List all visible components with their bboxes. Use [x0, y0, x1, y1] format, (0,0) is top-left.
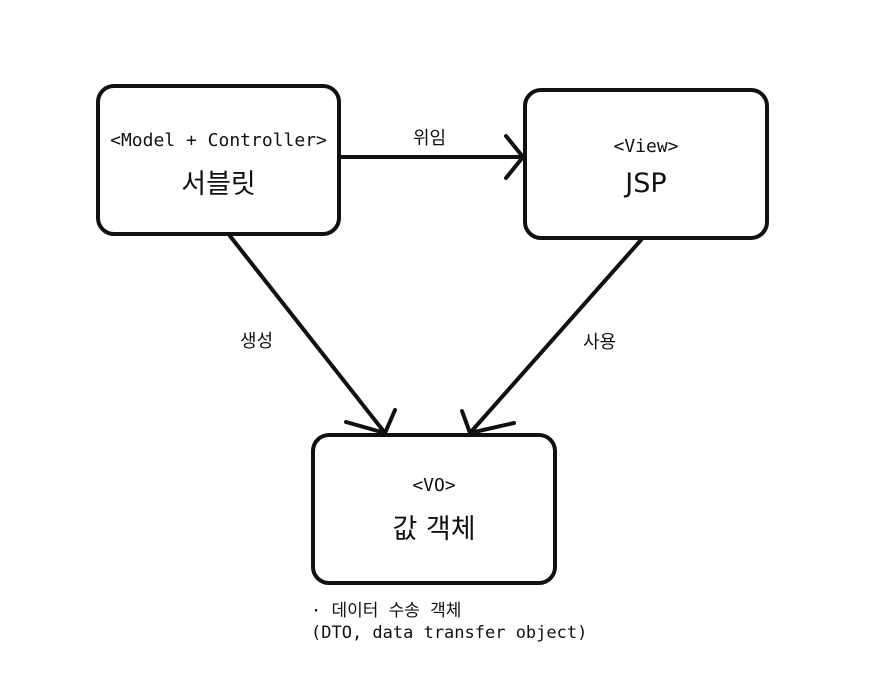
jsp-title: JSP [625, 168, 667, 199]
vo-stereotype: <VO> [412, 475, 456, 496]
jsp-node: <View> JSP [523, 88, 769, 240]
servlet-title: 서블릿 [181, 169, 256, 200]
edge-label-delegate: 위임 [413, 128, 447, 149]
note-line-2: (DTO, data transfer object) [311, 623, 588, 643]
jsp-stereotype: <View> [613, 136, 679, 157]
vo-title: 값 객체 [392, 514, 476, 545]
servlet-stereotype: <Model + Controller> [110, 130, 327, 151]
note-line-1: · 데이터 수송 객체 [311, 601, 462, 621]
edge-label-use: 사용 [583, 332, 617, 353]
servlet-node: <Model + Controller> 서블릿 [96, 84, 341, 236]
vo-node: <VO> 값 객체 [311, 433, 557, 585]
edge-label-create: 생성 [240, 331, 274, 352]
